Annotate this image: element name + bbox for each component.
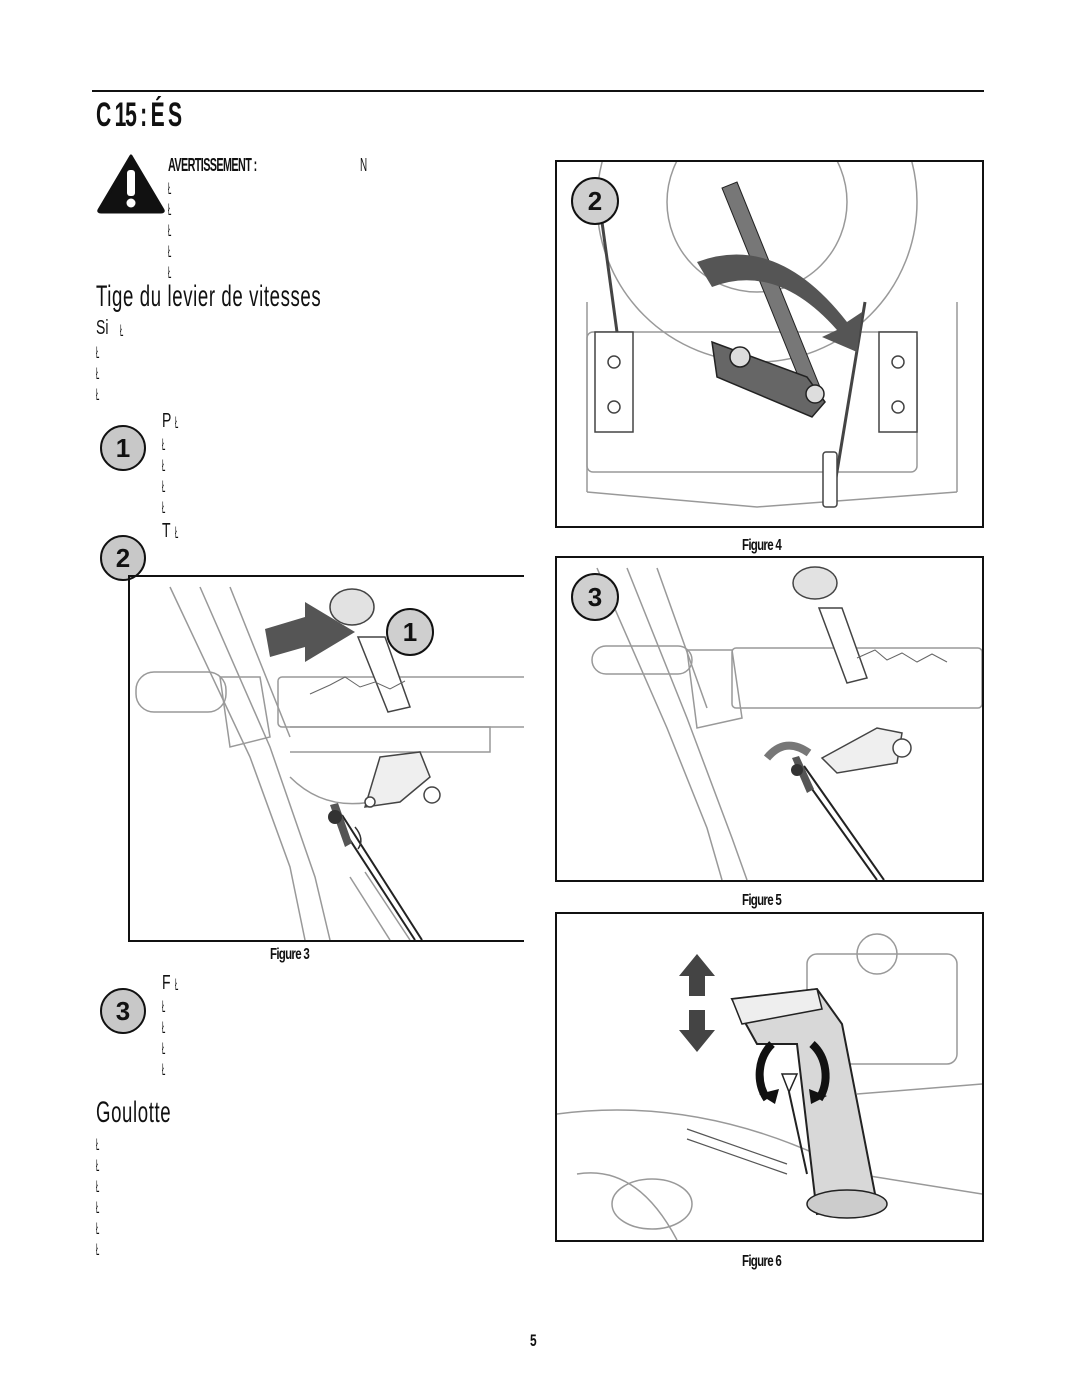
figure-4-frame	[555, 160, 984, 528]
figure-4-caption: Figure 4	[742, 537, 782, 554]
step-3-line: Ł	[175, 975, 178, 994]
step-3-line: Ł	[162, 997, 165, 1016]
step-1-lead: P	[162, 410, 172, 432]
warning-tail-text: N	[360, 155, 368, 175]
warning-heading: AVERTISSEMENT :	[168, 155, 257, 175]
warning-line: Ł	[168, 263, 171, 282]
chute-line: Ł	[96, 1177, 99, 1196]
step-1-line: Ł	[162, 498, 165, 517]
chute-line: Ł	[96, 1219, 99, 1238]
warning-line: Ł	[168, 221, 171, 240]
figure-6-frame	[555, 912, 984, 1242]
section-title-chute: Goulotte	[96, 1096, 172, 1129]
figure-5-frame	[555, 556, 984, 882]
step-number-2: 2	[100, 535, 146, 581]
step-3-line: Ł	[162, 1039, 165, 1058]
figure-5-shift-lever-adjust-illustration	[591, 566, 982, 880]
step-number-3: 3	[100, 988, 146, 1034]
figure-3-top-border	[128, 575, 524, 577]
step-3-line: Ł	[162, 1060, 165, 1079]
figure-3-caption: Figure 3	[270, 946, 310, 963]
step-3-lead: F	[162, 972, 171, 994]
figure-3-left-border	[128, 575, 130, 942]
figure-5-callout-3: 3	[571, 573, 619, 621]
figure-3-shift-lever-illustration	[135, 586, 524, 940]
figure-4-callout-2: 2	[571, 177, 619, 225]
warning-line: Ł	[168, 200, 171, 219]
figure-6-discharge-chute-illustration	[557, 933, 982, 1240]
step-1-line: Ł	[175, 413, 178, 432]
section-title-shift-rod: Tige du levier de vitesses	[96, 280, 322, 313]
chute-line: Ł	[96, 1240, 99, 1259]
warning-triangle-icon	[97, 154, 165, 214]
page-number: 5	[530, 1331, 537, 1350]
figure-5-caption: Figure 5	[742, 892, 782, 909]
figure-3-callout-1: 1	[386, 608, 434, 656]
chute-line: Ł	[96, 1135, 99, 1154]
chute-line: Ł	[96, 1156, 99, 1175]
chapter-title: C 15 : É S	[96, 96, 182, 134]
intro-line: Ł	[120, 321, 123, 340]
figure-3-bottom-border	[128, 940, 524, 942]
step-2-lead: T	[162, 520, 171, 542]
intro-line: Ł	[96, 364, 99, 383]
step-number-1: 1	[100, 425, 146, 471]
step-3-line: Ł	[162, 1018, 165, 1037]
figure-4-auger-shift-rod-illustration	[586, 162, 958, 508]
step-1-line: Ł	[162, 477, 165, 496]
warning-line: Ł	[168, 179, 171, 198]
intro-line: Ł	[96, 385, 99, 404]
intro-lead: Si	[96, 317, 109, 339]
chute-line: Ł	[96, 1198, 99, 1217]
step-1-line: Ł	[162, 456, 165, 475]
figure-6-caption: Figure 6	[742, 1253, 782, 1270]
step-2-line: Ł	[175, 523, 178, 542]
intro-line: Ł	[96, 343, 99, 362]
step-1-line: Ł	[162, 435, 165, 454]
warning-line: Ł	[168, 242, 171, 261]
header-rule	[92, 90, 984, 92]
